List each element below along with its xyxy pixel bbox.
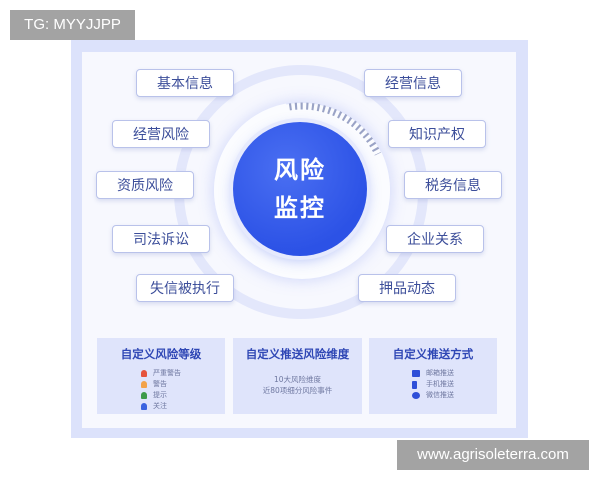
risk-level-item: 警告 bbox=[141, 379, 181, 390]
risk-level-item: 关注 bbox=[141, 401, 181, 412]
bell-red-icon bbox=[141, 370, 147, 377]
risk-level-box: 自定义风险等级 严重警告 警告 提示 关注 bbox=[97, 338, 225, 414]
risk-level-item: 提示 bbox=[141, 390, 181, 401]
push-method-box: 自定义推送方式 邮箱推送 手机推送 微信推送 bbox=[369, 338, 497, 414]
risk-level-item: 严重警告 bbox=[141, 368, 181, 379]
pill-tax-info[interactable]: 税务信息 bbox=[404, 171, 502, 199]
pill-qualification-risk[interactable]: 资质风险 bbox=[96, 171, 194, 199]
risk-level-title: 自定义风险等级 bbox=[120, 347, 202, 361]
mail-icon bbox=[412, 370, 420, 377]
center-line-1: 风险 bbox=[274, 156, 326, 184]
pill-dishonest-executed[interactable]: 失信被执行 bbox=[136, 274, 234, 302]
pill-intellectual-property[interactable]: 知识产权 bbox=[388, 120, 486, 148]
pill-judicial-litigation[interactable]: 司法诉讼 bbox=[112, 225, 210, 253]
push-method-item: 手机推送 bbox=[412, 379, 454, 390]
watermark-bottom-right: www.agrisoleterra.com bbox=[397, 440, 589, 470]
pill-collateral-dynamics[interactable]: 押品动态 bbox=[358, 274, 456, 302]
center-line-2: 监控 bbox=[274, 194, 326, 222]
pill-enterprise-relations[interactable]: 企业关系 bbox=[386, 225, 484, 253]
bell-green-icon bbox=[141, 392, 147, 399]
bell-orange-icon bbox=[141, 381, 147, 388]
push-method-item: 微信推送 bbox=[412, 390, 454, 401]
push-method-title: 自定义推送方式 bbox=[392, 347, 474, 361]
pill-operation-info[interactable]: 经营信息 bbox=[364, 69, 462, 97]
phone-icon bbox=[412, 380, 417, 389]
bell-blue-icon bbox=[141, 403, 147, 410]
dimension-box: 自定义推送风险维度 10大风险维度 近80项细分风险事件 bbox=[233, 338, 362, 414]
risk-level-list: 严重警告 警告 提示 关注 bbox=[141, 368, 181, 412]
pill-basic-info[interactable]: 基本信息 bbox=[136, 69, 234, 97]
push-method-list: 邮箱推送 手机推送 微信推送 bbox=[412, 368, 454, 401]
gauge-ticks bbox=[214, 102, 390, 278]
risk-monitor-center[interactable]: 风险 监控 bbox=[233, 122, 367, 256]
wechat-icon bbox=[412, 392, 420, 399]
push-method-item: 邮箱推送 bbox=[412, 368, 454, 379]
dimension-text: 10大风险维度 近80项细分风险事件 bbox=[262, 375, 333, 395]
dimension-title: 自定义推送风险维度 bbox=[245, 347, 350, 361]
watermark-top-left: TG: MYYJJPP bbox=[10, 10, 135, 40]
pill-operation-risk[interactable]: 经营风险 bbox=[112, 120, 210, 148]
